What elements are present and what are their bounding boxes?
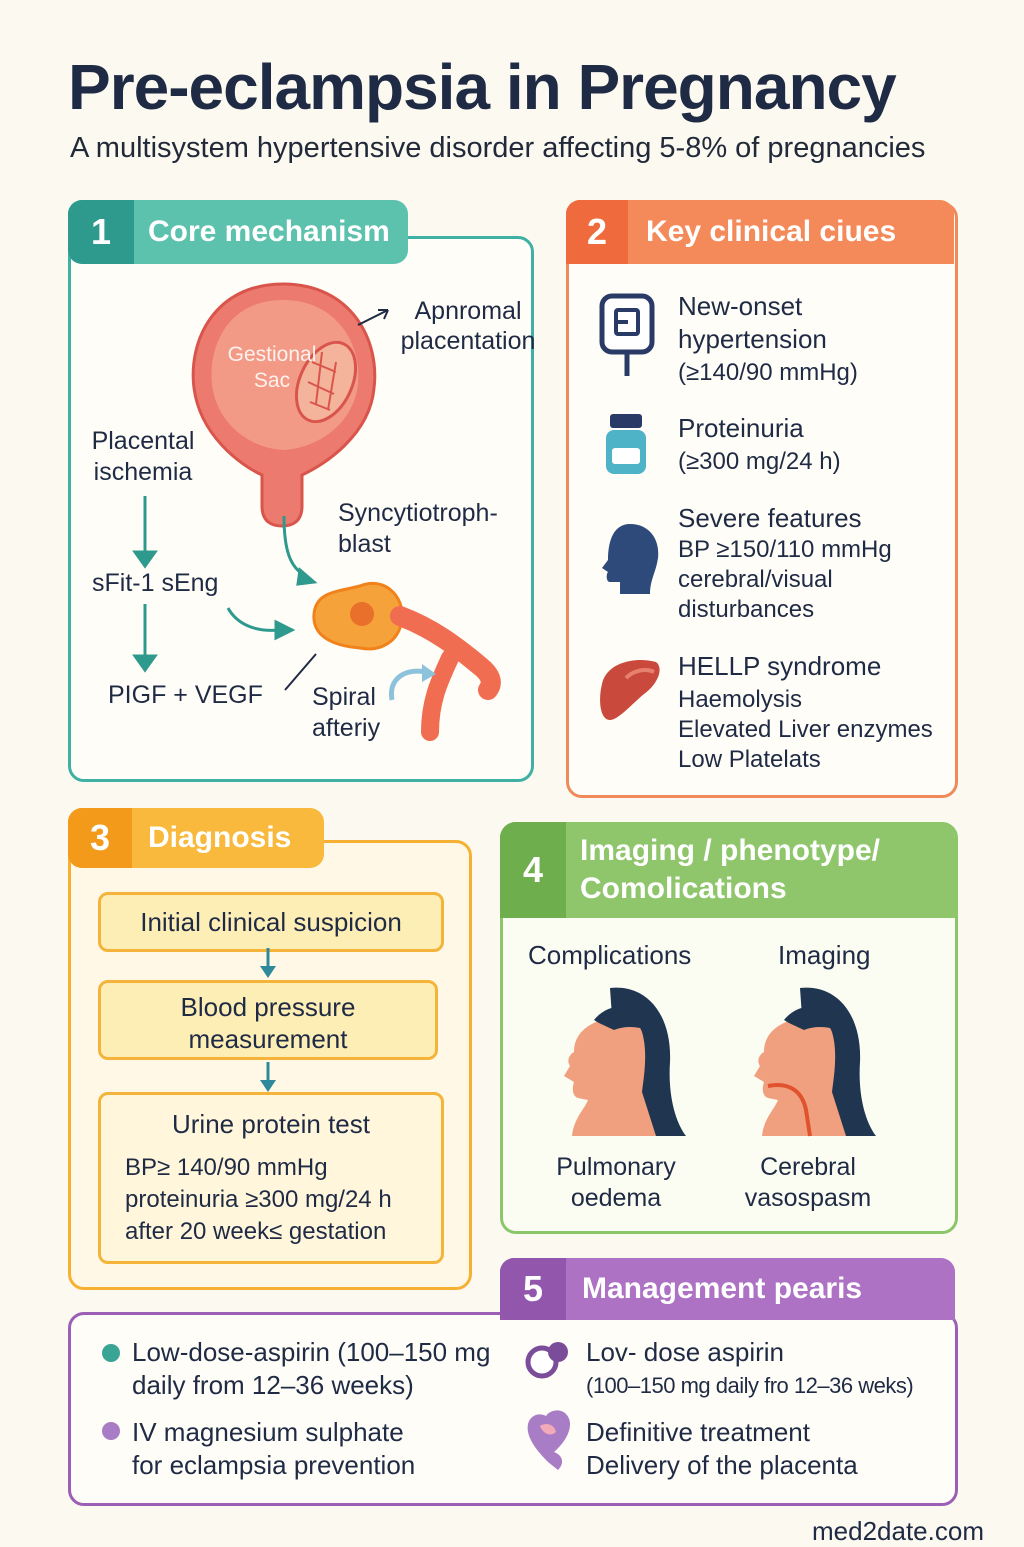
diagnosis-step-1: Initial clinical suspicion <box>98 892 444 952</box>
pointer-arrow <box>357 309 389 326</box>
syncytiotrophoblast-label: Syncytiotroph- blast <box>338 499 498 558</box>
mechanism-header: 1 Core mechanism <box>68 200 408 264</box>
bullet-dot <box>102 1344 120 1362</box>
section-number: 3 <box>68 808 132 868</box>
gestational-sac-label: Gestional Sac <box>227 343 317 392</box>
cerebral-vasospasm-caption: Cerebral vasospasm <box>744 1153 872 1212</box>
section-title: Key clinical ciues <box>646 215 897 248</box>
section-title: Imaging / phenotype/ Comolications <box>580 834 881 905</box>
flow-arrow <box>260 948 276 978</box>
management-panel <box>68 1312 958 1506</box>
sfit-label: sFit-1 sEng <box>92 569 219 597</box>
watermark: med2date.com <box>812 1516 984 1546</box>
diagnosis-header: 3 Diagnosis <box>68 808 324 868</box>
imaging-heading: Imaging <box>778 940 871 970</box>
section-number: 2 <box>566 200 628 264</box>
section-number: 4 <box>500 822 566 918</box>
woman-profile-icon <box>564 987 686 1136</box>
flow-arrow <box>226 607 281 632</box>
section-title: Management pearis <box>582 1272 863 1305</box>
clues-icons <box>599 293 660 720</box>
clue-proteinuria: Proteinuria (≥300 mg/24 h) <box>678 413 841 475</box>
page-subtitle: A multisystem hypertensive disorder affe… <box>70 132 926 164</box>
bullet-dot <box>102 1422 120 1440</box>
placental-ischemia-label: Placental ischemia <box>91 427 195 486</box>
placenta-heart-icon <box>527 1410 570 1470</box>
management-item-delivery: Definitive treatment Delivery of the pla… <box>586 1417 858 1480</box>
flow-arrow <box>260 1062 276 1092</box>
bp-monitor-icon <box>599 293 655 376</box>
pill-icon <box>525 1342 568 1379</box>
diagnosis-step-2: Blood pressure measurement <box>98 980 438 1060</box>
management-icons <box>525 1342 570 1470</box>
page-title: Pre-eclampsia in Pregnancy <box>68 51 897 123</box>
section-title: Core mechanism <box>148 215 390 248</box>
complications-heading: Complications <box>528 940 692 970</box>
section-title: Diagnosis <box>148 821 292 854</box>
diagnosis-step-3: Urine protein test BP≥ 140/90 mmHg prote… <box>98 1092 444 1264</box>
vessel-line <box>767 1083 812 1137</box>
urine-bottle-icon <box>606 414 646 474</box>
spiral-artery-label: Spiral afteriy <box>312 683 381 742</box>
liver-icon <box>600 660 660 720</box>
spiral-artery-shape <box>390 606 501 700</box>
clue-hellp: HELLP syndrome Haemolysis Elevated Liver… <box>678 651 933 773</box>
management-item-low-dose-aspirin: Lov- dose aspirin (100–150 mg daily fro … <box>586 1337 914 1398</box>
management-header: 5 Management pearis <box>500 1258 955 1320</box>
clues-header: 2 Key clinical ciues <box>566 200 954 264</box>
woman-profile-icon <box>754 987 876 1137</box>
clue-hypertension: New-onset hypertension (≥140/90 mmHg) <box>678 291 858 386</box>
pulmonary-oedema-caption: Pulmonary oedema <box>556 1153 676 1212</box>
section-number: 1 <box>68 200 134 264</box>
section-number: 5 <box>500 1258 566 1320</box>
management-item-magnesium: IV magnesium sulphate for eclampsia prev… <box>132 1417 416 1480</box>
management-item-aspirin: Low-dose-aspirin (100–150 mg daily from … <box>132 1337 491 1400</box>
clue-severe-features: Severe features BP ≥150/110 mmHg cerebra… <box>678 503 892 623</box>
head-profile-icon <box>602 524 659 594</box>
profile-illustrations <box>564 987 876 1137</box>
mechanism-diagram <box>132 282 501 741</box>
abnormal-placentation-label: Apnromal placentation <box>400 297 536 355</box>
pigf-label: PIGF + VEGF <box>108 681 263 709</box>
imaging-header: 4 Imaging / phenotype/ Comolications <box>500 822 955 918</box>
